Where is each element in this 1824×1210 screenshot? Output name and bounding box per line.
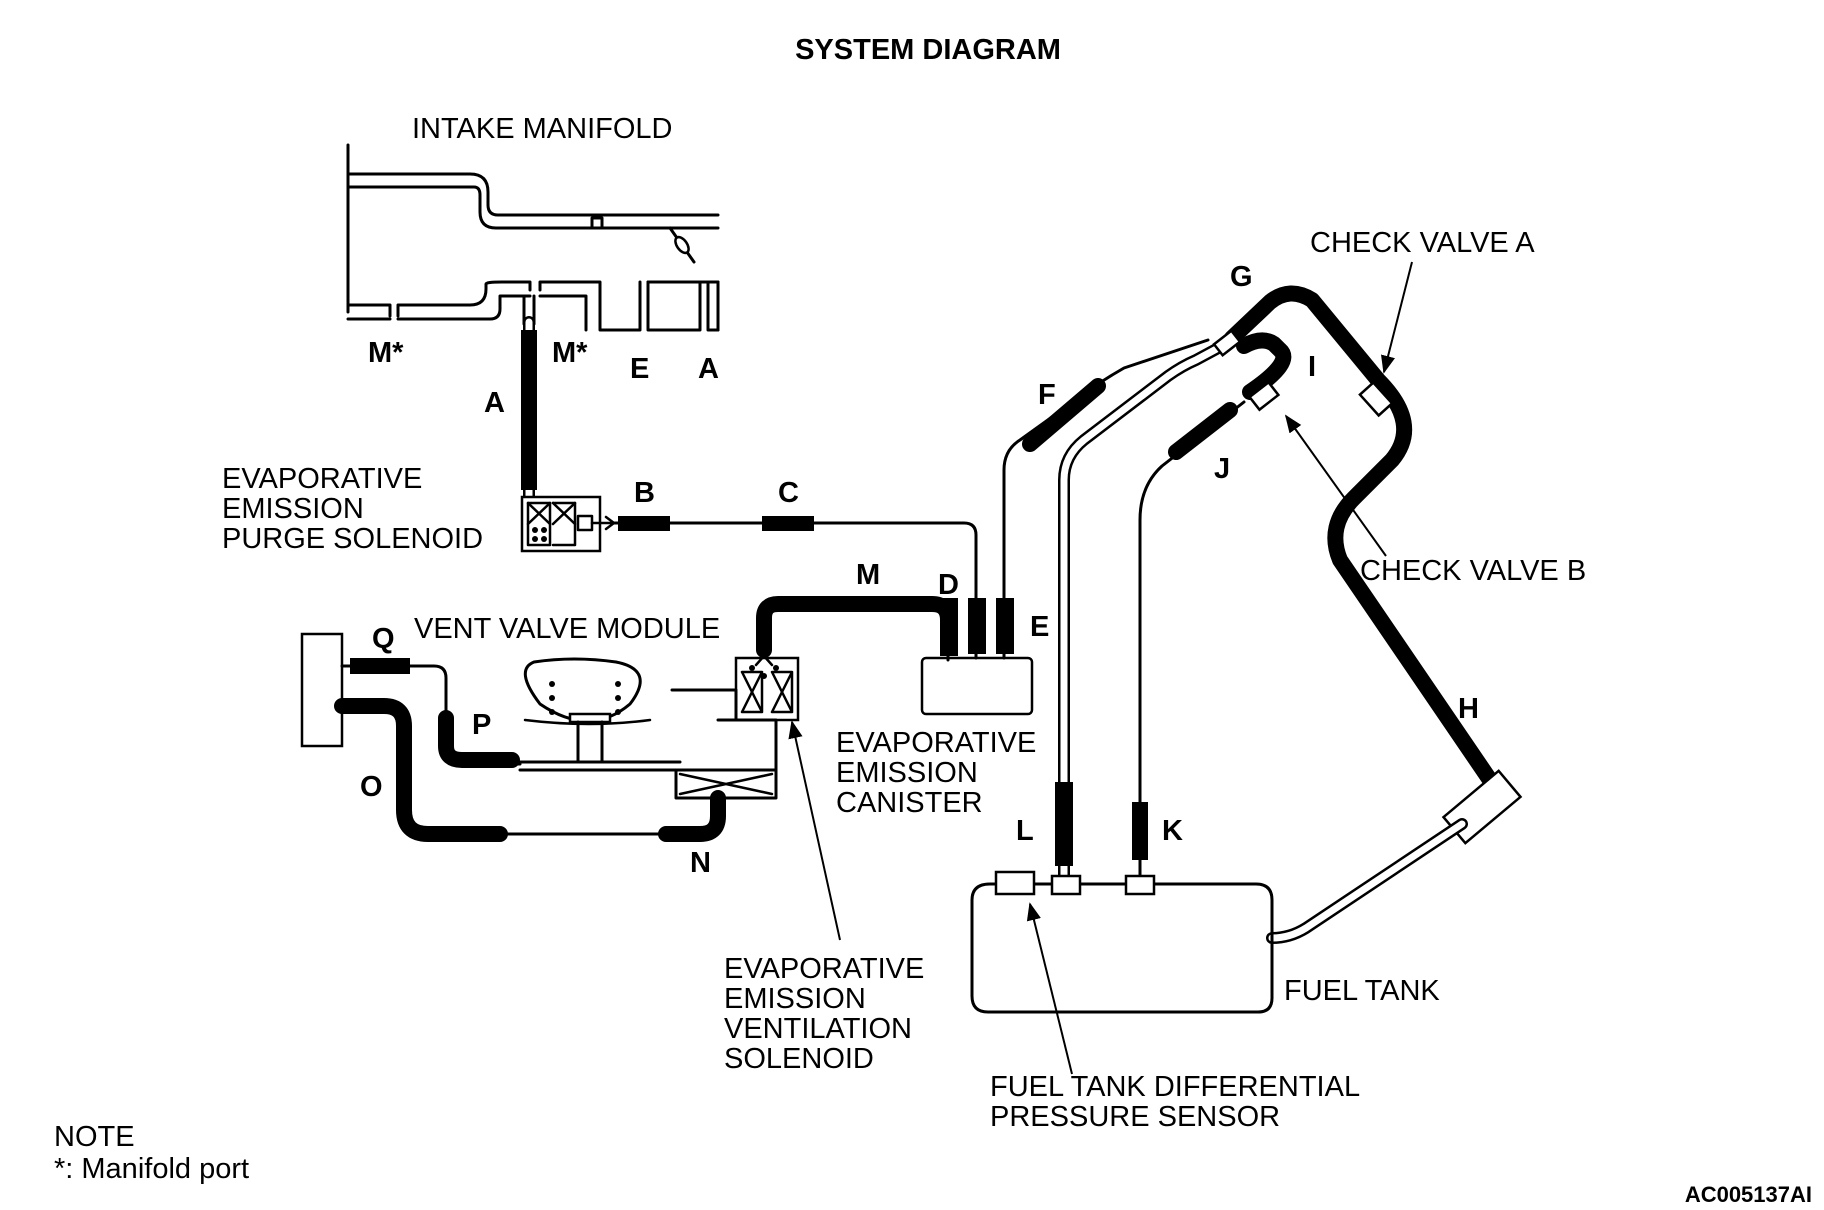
hose-label-l: L	[1016, 815, 1034, 847]
hose-i	[1236, 332, 1292, 412]
hose-label-c: C	[778, 477, 799, 509]
canister-label-2: EMISSION	[836, 757, 978, 789]
hose-label-m: M	[856, 559, 880, 591]
check-valve-b-label: CHECK VALVE B	[1360, 555, 1586, 587]
purge-solenoid	[520, 495, 616, 553]
fuel-tank-label: FUEL TANK	[1284, 975, 1440, 1007]
vent-valve-module-label: VENT VALVE MODULE	[414, 613, 720, 645]
port-label-a: A	[698, 353, 719, 385]
intake-manifold	[346, 143, 720, 332]
ventilation-solenoid-label-3: VENTILATION	[724, 1013, 912, 1045]
hose-label-d: D	[938, 569, 959, 601]
note-heading: NOTE	[54, 1121, 135, 1153]
g-junction-fitting	[1212, 328, 1242, 358]
note-text: *: Manifold port	[54, 1153, 249, 1185]
vent-valve-module	[518, 657, 778, 800]
filler-neck	[1266, 769, 1523, 944]
hose-label-j: J	[1214, 453, 1230, 485]
ventilation-solenoid-label-4: SOLENOID	[724, 1043, 874, 1075]
port-label-m2: M*	[552, 337, 588, 369]
hose-label-f: F	[1038, 379, 1056, 411]
hose-label-k: K	[1162, 815, 1183, 847]
check-valve-b-leader	[1284, 414, 1387, 557]
hose-label-o: O	[360, 771, 383, 803]
figure-code: AC005137AI	[1685, 1182, 1812, 1207]
hose-label-e: E	[1030, 611, 1049, 643]
hose-label-n: N	[690, 847, 711, 879]
pressure-sensor-label-2: PRESSURE SENSOR	[990, 1101, 1280, 1133]
ventilation-solenoid-label-1: EVAPORATIVE	[724, 953, 924, 985]
intake-manifold-label: INTAKE MANIFOLD	[412, 113, 673, 145]
purge-solenoid-label-3: PURGE SOLENOID	[222, 523, 483, 555]
canister-label-1: EVAPORATIVE	[836, 727, 1036, 759]
check-valve-a-leader	[1381, 261, 1413, 374]
hose-label-i: I	[1308, 351, 1316, 383]
hose-e-f	[1002, 338, 1210, 642]
hose-label-a: A	[484, 387, 505, 419]
check-valve-b-body	[1247, 380, 1281, 412]
hose-a	[521, 316, 537, 506]
purge-solenoid-label-2: EMISSION	[222, 493, 364, 525]
hose-m	[756, 596, 958, 662]
hose-label-h: H	[1458, 693, 1479, 725]
check-valve-a-label: CHECK VALVE A	[1310, 227, 1535, 259]
canister-label-3: CANISTER	[836, 787, 983, 819]
ventilation-solenoid-label-2: EMISSION	[724, 983, 866, 1015]
hose-label-p: P	[472, 709, 491, 741]
ventilation-solenoid-leader	[788, 720, 841, 941]
hose-b-c	[610, 516, 978, 612]
pressure-sensor-label-1: FUEL TANK DIFFERENTIAL	[990, 1071, 1360, 1103]
ventilation-solenoid	[734, 654, 800, 722]
diagram-title: SYSTEM DIAGRAM	[795, 34, 1061, 66]
hose-j-k	[1132, 400, 1246, 882]
hose-o-n	[334, 698, 726, 842]
hose-l-pipe	[1055, 340, 1228, 886]
hose-label-g: G	[1230, 261, 1253, 293]
hose-label-q: Q	[372, 623, 395, 655]
pressure-sensor-leader	[1026, 902, 1073, 1075]
hose-label-b: B	[634, 477, 655, 509]
port-label-m1: M*	[368, 337, 404, 369]
hose-g-h	[1224, 285, 1498, 788]
air-filter-block	[300, 632, 344, 748]
fuel-tank	[970, 870, 1274, 1014]
purge-solenoid-label-1: EVAPORATIVE	[222, 463, 422, 495]
check-valve-a-body	[1358, 380, 1394, 418]
hose-d-sleeve	[968, 598, 986, 654]
port-label-e: E	[630, 353, 649, 385]
hose-q-p	[340, 658, 522, 768]
